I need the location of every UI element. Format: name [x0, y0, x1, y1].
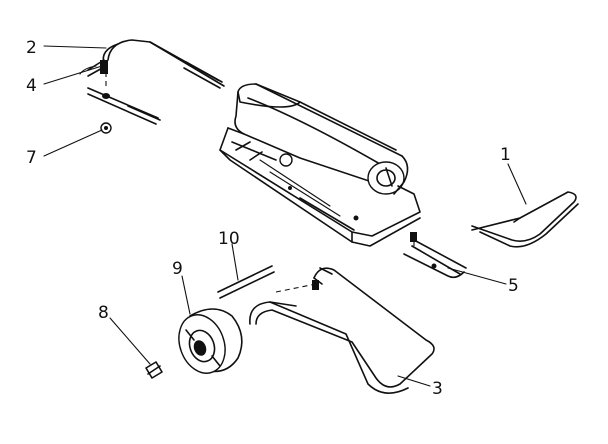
leader-lines: [43, 45, 527, 387]
callout-5: 5: [508, 276, 519, 296]
callout-2: 2: [26, 38, 37, 58]
handle-bar-part-2: [79, 39, 225, 89]
callout-9: 9: [172, 259, 183, 279]
frame-part-3: [249, 267, 435, 394]
wheel-part-9: [178, 308, 243, 374]
clip-part-8: [145, 361, 163, 379]
callout-4: 4: [26, 76, 37, 96]
axle-rod-part-4: [87, 72, 161, 125]
heater-body: [219, 83, 421, 247]
axle-part-10: [217, 265, 275, 299]
nut-part-7: [100, 122, 112, 134]
callout-labels: 2 4 7 1 5 3 8 9 10: [26, 38, 519, 399]
handle-part-1: [471, 191, 579, 248]
callout-10: 10: [218, 229, 240, 249]
callout-8: 8: [98, 303, 109, 323]
callout-7: 7: [26, 148, 37, 168]
callout-1: 1: [500, 145, 511, 165]
callout-3: 3: [432, 379, 443, 399]
